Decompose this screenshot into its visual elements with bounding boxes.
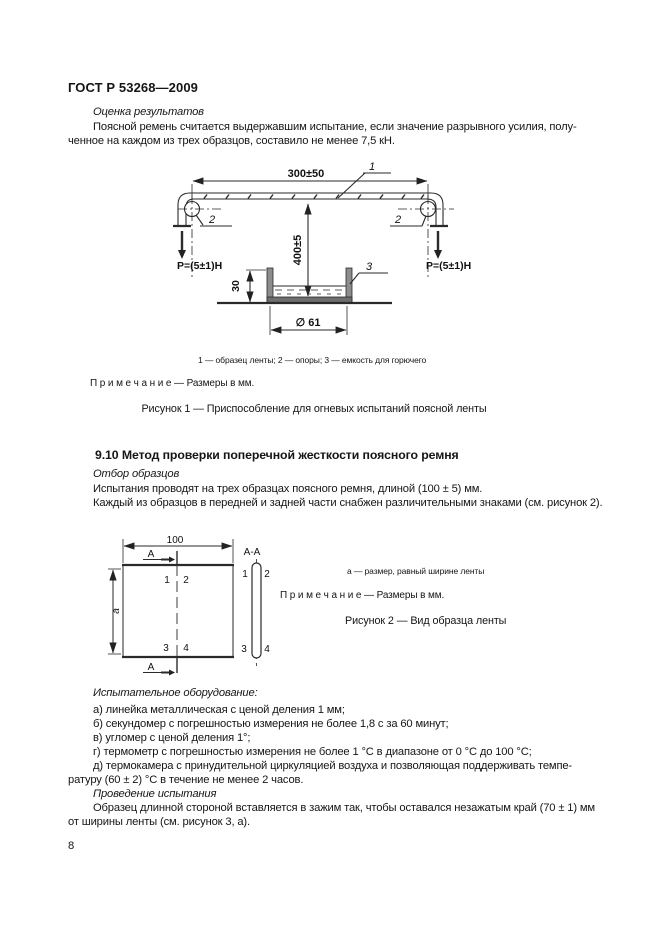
dim-61-lines [269,306,348,335]
figure1-svg: 300±50 400±5 30 ∅ 61 P=(5±1)Н P=(5±1)Н 1… [173,161,471,335]
section-910-heading: 9.10 Метод проверки поперечной жесткости… [95,448,459,462]
callout-1-leader [337,172,391,199]
section-view-strip [251,559,262,666]
figure1-caption: Рисунок 1 — Приспособление для огневых и… [141,403,487,415]
strip-4-label: 4 [264,644,270,655]
equipment-item-a: а) линейка металлическая с ценой деления… [93,704,345,716]
figure1-legend: 1 — образец ленты; 2 — опоры; 3 — емкост… [198,355,427,365]
section-a-top-label: А [148,549,155,560]
force-arrows [178,231,442,259]
specimen-outline [122,563,234,659]
roller-center-lines [178,195,454,278]
dim-61-label: ∅ 61 [296,317,321,329]
dim-30-label: 30 [230,280,242,292]
support-rollers [178,195,454,278]
force-right-label: P=(5±1)Н [426,260,471,272]
equipment-item-d-continued: ратуру (60 ± 2) °С в течение не менее 2 … [68,774,304,786]
results-paragraph-line2: ченное на каждом из трех образцов, соста… [68,135,395,147]
equipment-item-v: в) угломер с ценой деления 1°; [93,732,251,744]
callout-1-label: 1 [369,161,375,173]
callout-2-right-label: 2 [394,214,401,226]
dim-a-lines [108,568,121,655]
procedure-heading: Проведение испытания [93,788,217,800]
callout-2-left-label: 2 [208,214,215,226]
strip-1-label: 1 [242,569,248,580]
quadrant-2-label: 2 [183,575,189,586]
dim-100-label: 100 [167,535,184,546]
results-subheading: Оценка результатов [93,106,204,118]
figure2-drawing: 100 А А А-А а 1 2 3 4 1 2 3 4 [105,530,315,680]
dim-a-label: а [111,608,122,614]
dim-400-label: 400±5 [292,235,304,266]
figure2-legend: а — размер, равный ширине ленты [347,566,485,576]
sampling-line2: Каждый из образцов в передней и задней ч… [93,497,603,509]
page-number: 8 [68,840,75,852]
figure1-drawing: 300±50 400±5 30 ∅ 61 P=(5±1)Н P=(5±1)Н 1… [100,160,500,350]
equipment-item-d: д) термокамера с принудительной циркуляц… [93,760,572,772]
section-marker-top [143,551,178,566]
callout-3-leader [349,272,388,285]
callout-2-leaders [195,214,427,227]
quadrant-1-label: 1 [164,575,170,586]
force-left-label: P=(5±1)Н [177,260,222,272]
equipment-heading: Испытательное оборудование: [93,687,258,699]
procedure-line2: от ширины ленты (см. рисунок 3, а). [68,816,250,828]
section-a-bottom-label: А [148,662,155,673]
procedure-line1: Образец длинной стороной вставляется в з… [93,802,595,814]
page-header: ГОСТ Р 53268—2009 [68,80,198,95]
figure1-note: П р и м е ч а н и е — Размеры в мм. [90,378,255,389]
figure2-caption: Рисунок 2 — Вид образца ленты [345,615,507,627]
figure2-svg: 100 А А А-А а 1 2 3 4 1 2 3 4 [108,535,270,676]
strip-2-label: 2 [264,569,270,580]
dim-100-lines [122,539,234,563]
section-view-title: А-А [244,547,261,558]
section-marker-bottom [143,658,178,676]
results-paragraph-line1: Поясной ремень считается выдержавшим исп… [93,121,577,133]
equipment-item-b: б) секундомер с погрешностью измерения н… [93,718,449,730]
callout-3-label: 3 [366,261,373,273]
quadrant-4-label: 4 [183,643,189,654]
quadrant-3-label: 3 [163,643,169,654]
fuel-container [266,267,353,304]
strip-3-label: 3 [241,644,247,655]
figure2-note: П р и м е ч а н и е — Размеры в мм. [280,590,445,601]
equipment-item-g: г) термометр с погрешностью измерения не… [93,746,532,758]
dim-30-lines [246,269,266,303]
dim-300-label: 300±50 [288,168,325,180]
sampling-subheading: Отбор образцов [93,468,180,480]
sampling-line1: Испытания проводят на трех образцах пояс… [93,483,483,495]
